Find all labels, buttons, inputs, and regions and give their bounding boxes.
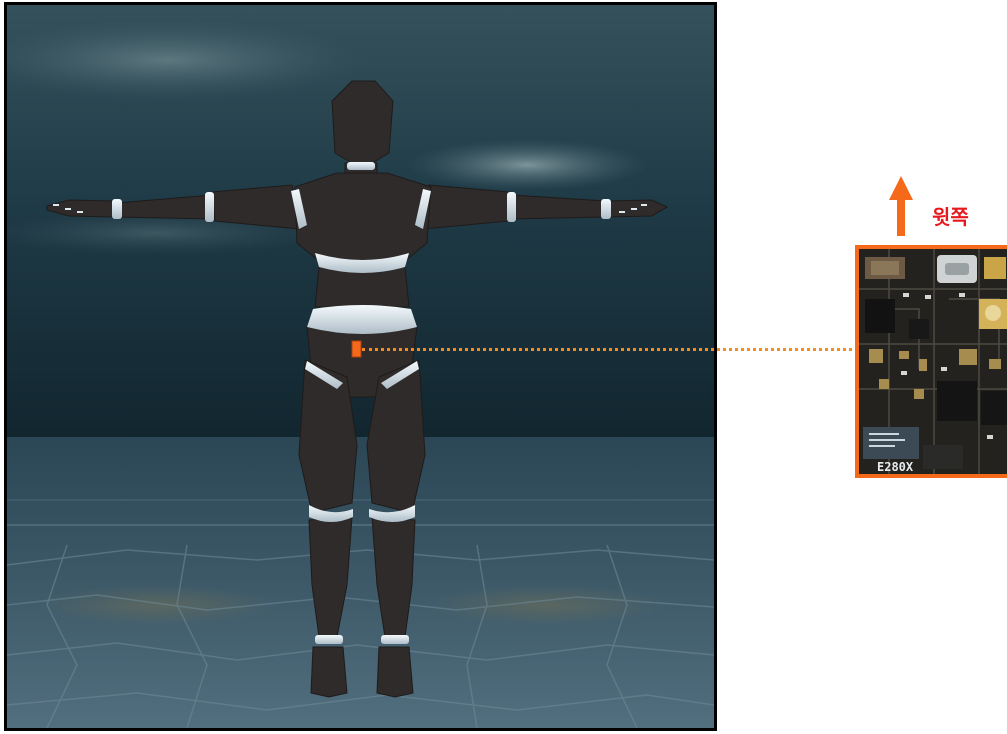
floor-glow — [427, 585, 667, 625]
pcb-chip — [909, 319, 929, 339]
left-upper-arm — [212, 185, 299, 229]
floor-glow — [37, 585, 277, 625]
joint-elbow-right — [507, 192, 516, 222]
joint-hip — [307, 305, 417, 334]
abdomen — [315, 267, 409, 307]
scene-render — [7, 5, 714, 728]
joint-wrist-left — [112, 199, 122, 219]
chest — [295, 173, 431, 261]
scene-viewport — [4, 2, 717, 731]
left-foot — [311, 647, 347, 697]
right-upper-arm — [423, 185, 509, 229]
floor — [7, 437, 714, 728]
pcb-chip — [865, 299, 895, 333]
pcb-inset: E280X — [855, 245, 1007, 478]
joint-ankle-left — [315, 635, 343, 644]
right-foot — [377, 647, 413, 697]
joint-neck — [347, 162, 375, 170]
joint-elbow-left — [205, 192, 214, 222]
joint-ankle-right — [381, 635, 409, 644]
pcb-chip — [937, 381, 977, 421]
sensor-marker — [352, 341, 361, 357]
pcb-chip — [981, 391, 1007, 425]
pcb-chip-label: E280X — [877, 460, 914, 474]
connector-dotted-line — [362, 348, 858, 351]
cloud — [407, 139, 647, 191]
pcb-label-block — [863, 427, 919, 459]
joint-wrist-right — [601, 199, 611, 219]
arrow-up-icon — [889, 176, 913, 240]
head — [332, 81, 393, 163]
pcb-image: E280X — [859, 249, 1007, 474]
direction-label: 윗쪽 — [932, 206, 969, 228]
